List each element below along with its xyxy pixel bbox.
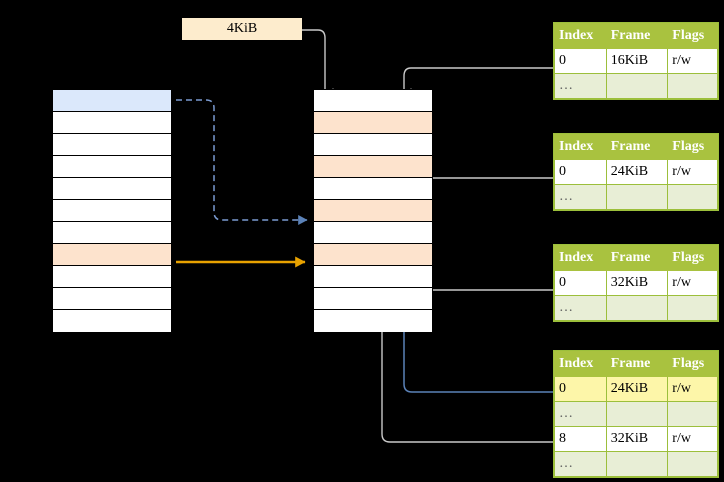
virtual-page-row-0 bbox=[53, 90, 171, 112]
cell-frame: 24KiB bbox=[605, 159, 669, 185]
column-header-flags: Flags bbox=[667, 134, 718, 160]
cell-flags: r/w bbox=[667, 48, 718, 74]
column-header-frame: Frame bbox=[605, 245, 669, 271]
cell-frame bbox=[605, 451, 669, 477]
cell-frame bbox=[605, 184, 669, 210]
virtual-memory-column bbox=[52, 89, 172, 332]
cell-frame bbox=[605, 295, 669, 321]
virtual-page-row-8 bbox=[53, 266, 171, 288]
cell-index: 0 bbox=[554, 159, 607, 185]
cell-flags bbox=[667, 401, 718, 427]
cell-index: 0 bbox=[554, 376, 607, 402]
wire-callout-to-phys bbox=[300, 29, 333, 113]
cell-flags: r/w bbox=[667, 270, 718, 296]
wire-pt4-row0-to-phys bbox=[403, 217, 553, 393]
virtual-page-row-9 bbox=[53, 288, 171, 310]
cell-flags: r/w bbox=[667, 376, 718, 402]
column-header-flags: Flags bbox=[667, 351, 718, 377]
table-row: … bbox=[554, 184, 718, 210]
cell-frame: 32KiB bbox=[605, 426, 669, 452]
cell-frame: 16KiB bbox=[605, 48, 669, 74]
virtual-page-row-4 bbox=[53, 178, 171, 200]
physical-memory-column bbox=[313, 89, 433, 332]
table-row: … bbox=[554, 401, 718, 427]
wire-virtual-blue-to-phys bbox=[176, 99, 308, 225]
cell-flags bbox=[667, 295, 718, 321]
virtual-page-row-7 bbox=[53, 244, 171, 266]
physical-frame-row-10 bbox=[314, 310, 432, 332]
cell-index: … bbox=[554, 401, 607, 427]
physical-frame-row-3 bbox=[314, 156, 432, 178]
column-header-index: Index bbox=[554, 23, 607, 49]
virtual-page-row-5 bbox=[53, 200, 171, 222]
column-header-flags: Flags bbox=[667, 245, 718, 271]
physical-frame-row-4 bbox=[314, 178, 432, 200]
physical-frame-row-8 bbox=[314, 266, 432, 288]
physical-frame-row-5 bbox=[314, 200, 432, 222]
virtual-page-row-10 bbox=[53, 310, 171, 332]
cell-frame bbox=[605, 73, 669, 99]
physical-frame-row-9 bbox=[314, 288, 432, 310]
wire-pt1-to-phys bbox=[403, 67, 553, 223]
table-row: … bbox=[554, 451, 718, 477]
column-header-index: Index bbox=[554, 351, 607, 377]
physical-frame-row-6 bbox=[314, 222, 432, 244]
physical-frame-row-1 bbox=[314, 112, 432, 134]
table-row: … bbox=[554, 73, 718, 99]
size-callout-4kib: 4KiB bbox=[182, 18, 302, 40]
physical-frame-row-2 bbox=[314, 134, 432, 156]
cell-flags bbox=[667, 73, 718, 99]
cell-flags bbox=[667, 184, 718, 210]
physical-frame-row-7 bbox=[314, 244, 432, 266]
cell-flags: r/w bbox=[667, 426, 718, 452]
cell-frame: 24KiB bbox=[605, 376, 669, 402]
cell-index: … bbox=[554, 184, 607, 210]
column-header-frame: Frame bbox=[605, 23, 669, 49]
cell-index: 0 bbox=[554, 270, 607, 296]
table-row: … bbox=[554, 295, 718, 321]
column-header-index: Index bbox=[554, 134, 607, 160]
virtual-page-row-2 bbox=[53, 134, 171, 156]
wire-pt4-row8-to-phys bbox=[381, 257, 553, 443]
cell-index: 8 bbox=[554, 426, 607, 452]
cell-index: … bbox=[554, 73, 607, 99]
cell-flags: r/w bbox=[667, 159, 718, 185]
column-header-flags: Flags bbox=[667, 23, 718, 49]
virtual-page-row-6 bbox=[53, 222, 171, 244]
cell-index: … bbox=[554, 295, 607, 321]
cell-frame: 32KiB bbox=[605, 270, 669, 296]
column-header-frame: Frame bbox=[605, 351, 669, 377]
cell-frame bbox=[605, 401, 669, 427]
physical-frame-row-0 bbox=[314, 90, 432, 112]
wire-pt3-to-phys bbox=[420, 257, 553, 291]
wire-pt2-to-phys bbox=[420, 177, 553, 223]
virtual-page-row-3 bbox=[53, 156, 171, 178]
column-header-index: Index bbox=[554, 245, 607, 271]
virtual-page-row-1 bbox=[53, 112, 171, 134]
cell-flags bbox=[667, 451, 718, 477]
cell-index: … bbox=[554, 451, 607, 477]
cell-index: 0 bbox=[554, 48, 607, 74]
column-header-frame: Frame bbox=[605, 134, 669, 160]
